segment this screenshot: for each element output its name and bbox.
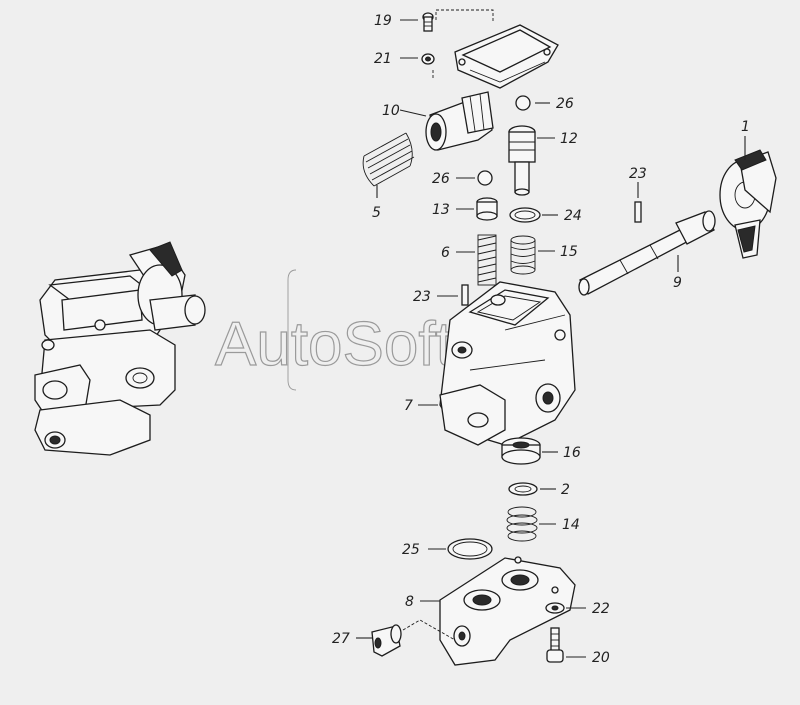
part-7-body: [439, 281, 576, 446]
callout-1: 1: [741, 119, 750, 135]
callout-22: 22: [592, 601, 610, 617]
part-22-washer: [545, 602, 565, 614]
part-19-screw: [422, 12, 434, 32]
assembled-valve-drawing: [34, 241, 206, 456]
part-16-bushing: [501, 437, 541, 465]
callout-23-upper: 23: [629, 166, 647, 182]
part-15-spring: [510, 235, 536, 275]
callout-15: 15: [560, 244, 578, 260]
callout-26-lower: 26: [432, 171, 450, 187]
watermark: AutoSoft: [215, 310, 453, 379]
callout-14: 14: [562, 517, 580, 533]
callout-8: 8: [405, 594, 414, 610]
callout-12: 12: [560, 131, 578, 147]
callout-20: 20: [592, 650, 610, 666]
callout-16: 16: [563, 445, 581, 461]
assembly-line-cover: [435, 9, 494, 22]
callout-26-upper: 26: [556, 96, 574, 112]
callout-19: 19: [374, 13, 392, 29]
part-13-cap: [476, 197, 498, 221]
part-23-pin-upper: [634, 201, 642, 223]
part-24-o-ring: [509, 207, 541, 223]
part-26-ball-lower: [477, 170, 493, 186]
part-21-washer: [421, 53, 435, 65]
part-25-o-ring: [447, 538, 493, 560]
part-1-lever: [719, 149, 777, 259]
part-23-pin-lower: [461, 284, 469, 306]
part-2-snap-ring: [508, 482, 538, 496]
part-20-bolt: [546, 627, 564, 663]
callout-7: 7: [404, 398, 413, 414]
callout-13: 13: [432, 202, 450, 218]
part-12-plunger: [508, 125, 536, 196]
part-cover-plate: [454, 24, 559, 89]
callout-25: 25: [402, 542, 420, 558]
callout-27: 27: [332, 631, 350, 647]
assembly-line-plug: [402, 619, 456, 641]
callout-5: 5: [372, 205, 381, 221]
part-6-spring: [477, 234, 497, 286]
part-26-ball-upper: [515, 95, 531, 111]
part-10-fitting: [425, 91, 494, 151]
callout-2: 2: [561, 482, 570, 498]
watermark-bracket: [287, 269, 297, 391]
callout-9: 9: [673, 275, 682, 291]
part-14-spring: [506, 506, 538, 542]
callout-6: 6: [441, 245, 450, 261]
callout-10: 10: [382, 103, 400, 119]
part-8-base: [439, 556, 576, 666]
callout-23-lower: 23: [413, 289, 431, 305]
leader-lines: [356, 19, 746, 658]
callout-21: 21: [374, 51, 392, 67]
part-5-spring: [362, 132, 415, 187]
part-27-plug: [371, 624, 402, 657]
callout-24: 24: [564, 208, 582, 224]
part-9-shaft: [578, 210, 716, 296]
